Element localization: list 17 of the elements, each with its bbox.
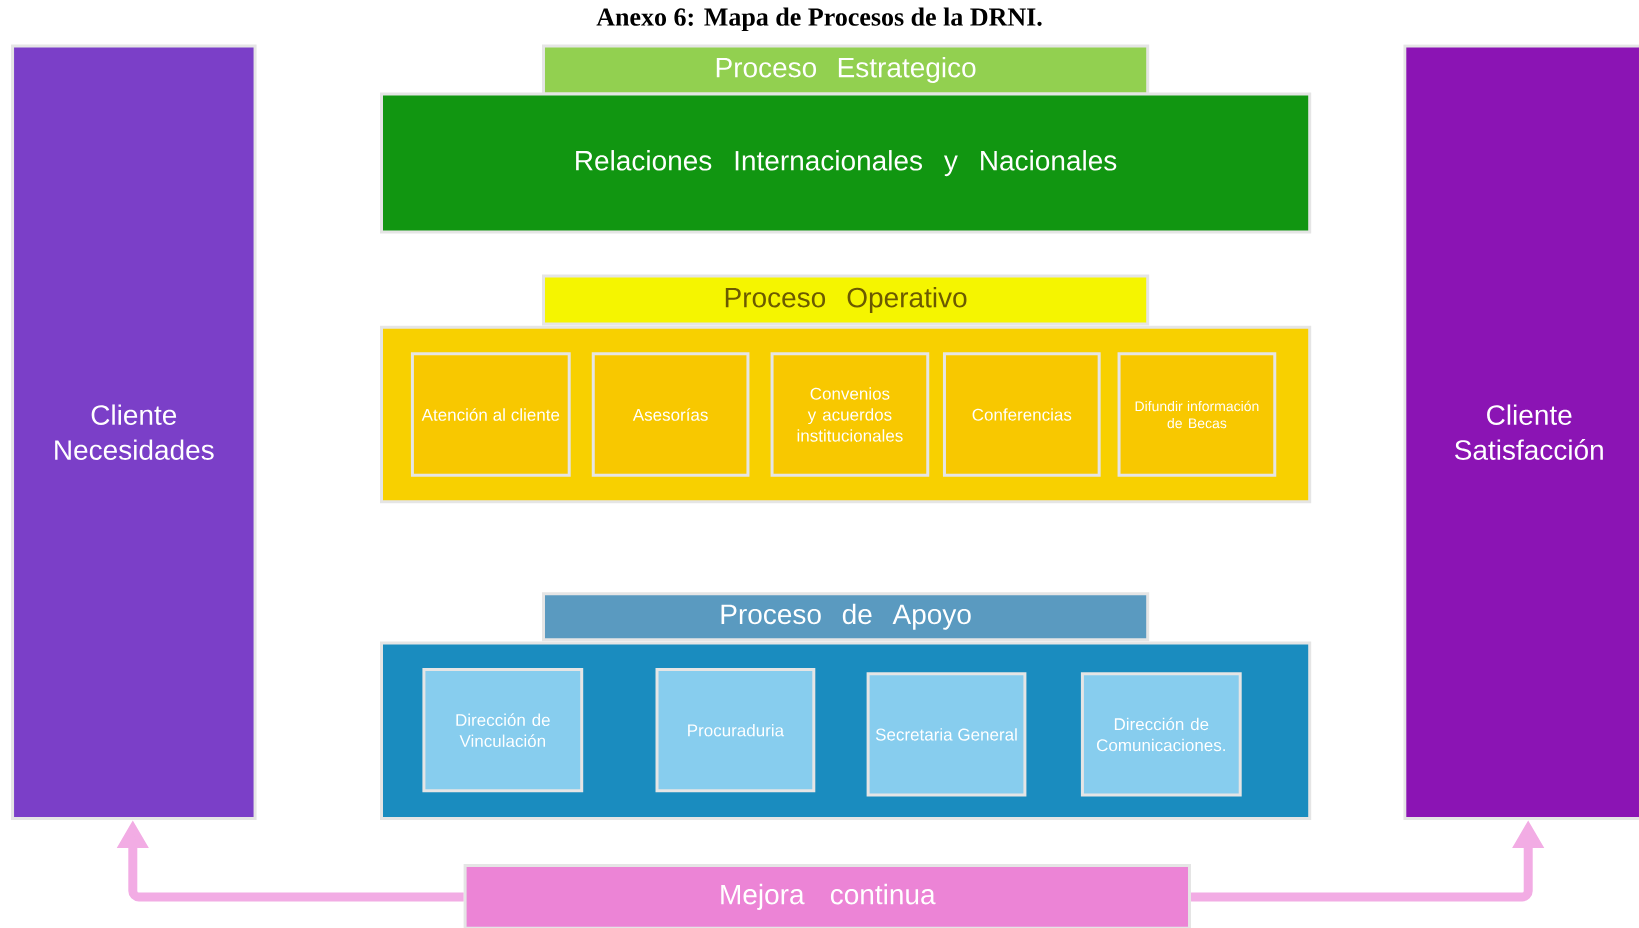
title: Anexo 6: Mapa de Procesos de la DRNI. xyxy=(596,7,1042,32)
header-bar: Proceso de Apoyo xyxy=(542,592,1150,642)
process-box: Conferencias xyxy=(942,352,1101,477)
process-box: Procuraduria xyxy=(655,668,816,793)
process-box: Convenios y acuerdos institucionales xyxy=(770,352,930,477)
process-box: Difundir información de Becas xyxy=(1117,352,1277,477)
column-box: Cliente Necesidades xyxy=(11,44,257,820)
process-box: Dirección de Comunicaciones. xyxy=(1080,672,1242,797)
process-box: Atención al cliente xyxy=(410,352,571,477)
process-box: Asesorías xyxy=(591,352,750,477)
process-box: Relaciones Internacionales y Nacionales xyxy=(380,92,1312,234)
header-bar: Proceso Operativo xyxy=(542,274,1150,326)
process-box: Mejora continua xyxy=(463,864,1191,928)
column-box: Cliente Satisfacción xyxy=(1403,44,1639,820)
process-box: Dirección de Vinculación xyxy=(422,668,584,793)
header-bar: Proceso Estrategico xyxy=(542,44,1150,96)
process-box: Secretaria General xyxy=(866,672,1027,797)
